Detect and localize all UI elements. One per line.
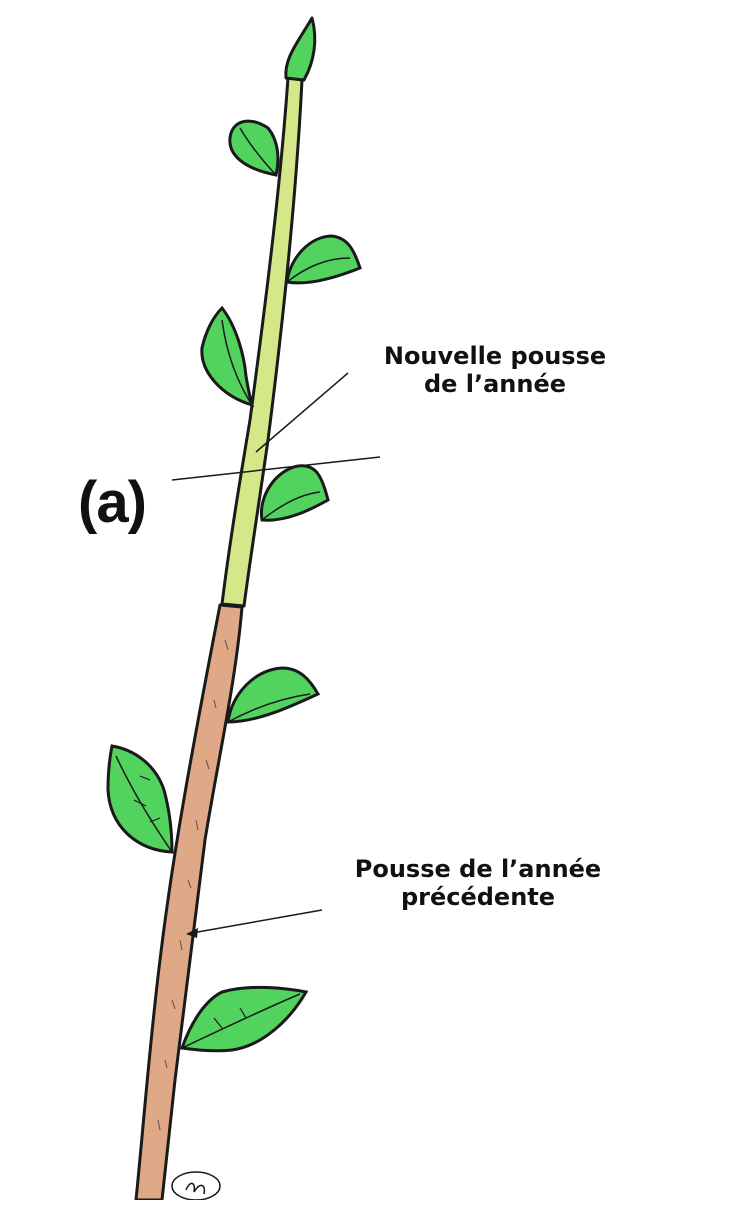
previous-shoot-leader-line xyxy=(191,909,323,934)
leaf xyxy=(200,305,255,408)
signature-mark xyxy=(171,1171,221,1201)
previous-year-stem xyxy=(134,603,244,1202)
cut-marker-line xyxy=(171,456,381,481)
leaf xyxy=(179,985,309,1053)
new-shoot-label-line1: Nouvelle pousse xyxy=(383,342,607,370)
signature-scribble xyxy=(185,1182,206,1195)
previous-shoot-label-line1: Pousse de l’année xyxy=(354,855,602,883)
cut-marker-label: (a) xyxy=(78,470,147,535)
new-shoot-leader-line xyxy=(255,372,349,453)
new-shoot-label-line2: de l’année xyxy=(423,369,567,398)
leaf xyxy=(226,666,321,724)
leaf xyxy=(285,234,362,285)
terminal-bud xyxy=(284,16,317,82)
new-shoot-label: Nouvelle pousse de l’année xyxy=(345,342,645,398)
leaf xyxy=(228,119,280,177)
bark-texture xyxy=(157,639,229,1131)
leaf xyxy=(106,744,174,854)
arrowhead xyxy=(186,928,198,938)
leaf xyxy=(259,464,330,522)
previous-shoot-label: Pousse de l’année précédente xyxy=(318,855,638,911)
previous-shoot-label-line2: précédente xyxy=(400,882,556,911)
